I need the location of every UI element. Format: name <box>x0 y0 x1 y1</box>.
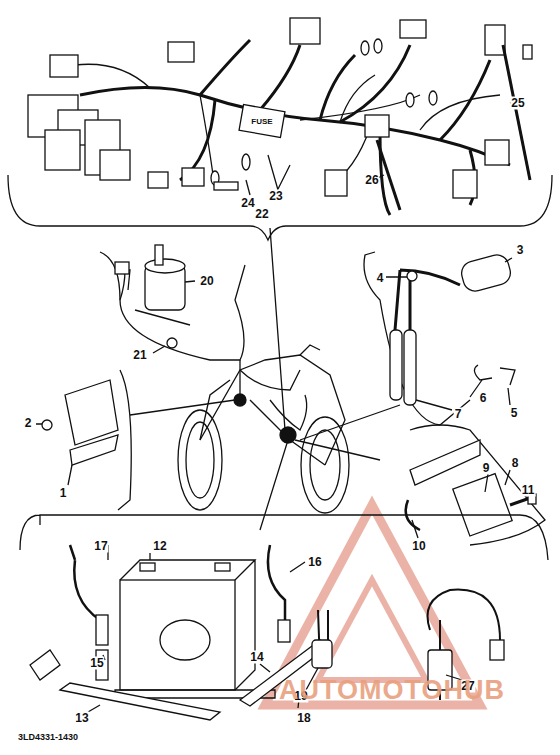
callout-number: 13 <box>74 712 89 725</box>
callout-number: 5 <box>510 407 519 420</box>
callout-number: 12 <box>152 540 167 553</box>
callout-number: 10 <box>411 540 426 553</box>
callout-number: 22 <box>254 208 269 221</box>
callout-number: 17 <box>93 540 108 553</box>
callout-number: 23 <box>268 190 283 203</box>
motorcycle <box>178 345 349 513</box>
watermark: AUTOMOTOHUB <box>278 675 506 705</box>
part-marking: FUSE <box>251 117 272 126</box>
callout-number: 21 <box>132 349 147 362</box>
callout-number: 3 <box>516 244 525 257</box>
callout-number: 7 <box>454 408 463 421</box>
callout-number: 18 <box>296 712 311 725</box>
callout-number: 15 <box>89 657 104 670</box>
callout-number: 11 <box>521 484 536 497</box>
callout-number: 6 <box>479 392 488 405</box>
callout-number: 1 <box>59 487 68 500</box>
callout-number: 16 <box>307 556 322 569</box>
callout-number: 8 <box>511 457 520 470</box>
callout-number: 4 <box>376 272 385 285</box>
callout-number: 25 <box>510 97 525 110</box>
drawing-code: 3LD4331-1430 <box>17 731 79 744</box>
callout-number: 26 <box>364 174 379 187</box>
callout-number: 20 <box>199 275 214 288</box>
callout-number: 9 <box>482 462 491 475</box>
callout-number: 14 <box>249 651 264 664</box>
callout-number: 2 <box>24 417 33 430</box>
